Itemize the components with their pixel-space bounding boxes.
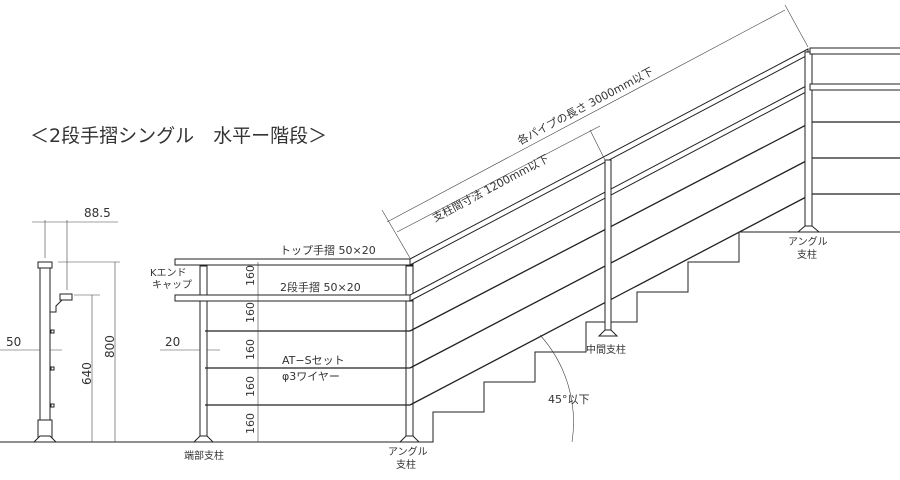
- label-pipe-length: 各パイプの長さ 3000mm以下: [515, 64, 656, 148]
- dim-offset: 88.5: [84, 206, 111, 220]
- side-view-post: 88.5 50 640 800: [0, 206, 120, 443]
- dim-spacing-1: 160: [244, 265, 257, 286]
- label-wire: φ3ワイヤー: [282, 370, 340, 383]
- dim-spacing-3: 160: [244, 339, 257, 360]
- dim-lower-rail: 640: [80, 362, 94, 385]
- end-post: [199, 265, 208, 437]
- dim-gap: 20: [165, 335, 180, 349]
- dim-spacing-5: 160: [244, 413, 257, 434]
- label-angle-post-upper-2: 支柱: [797, 248, 817, 261]
- level-section: トップ手摺 50×20 2段手摺 50×20 Kエンド キャップ 20 AT−S…: [150, 243, 428, 471]
- angle-post-upper: [804, 51, 813, 227]
- label-post-spacing: 支柱間寸法 1200mm以下: [430, 151, 551, 224]
- mid-post: [604, 159, 612, 331]
- label-k-end-cap-2: キャップ: [152, 279, 192, 291]
- stair-section: 各パイプの長さ 3000mm以下 支柱間寸法 1200mm以下 中間支柱 45°…: [381, 4, 900, 443]
- label-angle-post-upper: アングル: [788, 235, 828, 248]
- ground-and-stairs: [0, 231, 900, 443]
- top-rail-upper: [809, 47, 900, 55]
- label-k-end-cap: Kエンド: [150, 268, 187, 279]
- dim-spacing-2: 160: [244, 302, 257, 323]
- label-angle-limit: 45°以下: [548, 393, 590, 406]
- dim-spacing-4: 160: [244, 376, 257, 397]
- wires-level: [205, 330, 410, 406]
- dim-total-height: 800: [103, 335, 117, 358]
- label-angle-post: アングル: [388, 445, 428, 458]
- label-end-post: 端部支柱: [184, 449, 224, 462]
- top-rail: [174, 258, 414, 266]
- second-rail: [174, 294, 414, 302]
- label-wire-set: AT−Sセット: [282, 354, 345, 367]
- dim-post-width: 50: [6, 335, 21, 349]
- label-angle-post-2: 支柱: [396, 458, 416, 471]
- label-second-rail: 2段手摺 50×20: [280, 280, 361, 294]
- label-top-rail: トップ手摺 50×20: [280, 243, 376, 257]
- angle-post-lower: [405, 265, 414, 437]
- label-mid-post: 中間支柱: [586, 343, 626, 356]
- drawing-title: ＜2段手摺シングル 水平ー階段＞: [30, 125, 327, 147]
- second-rail-upper: [809, 83, 900, 91]
